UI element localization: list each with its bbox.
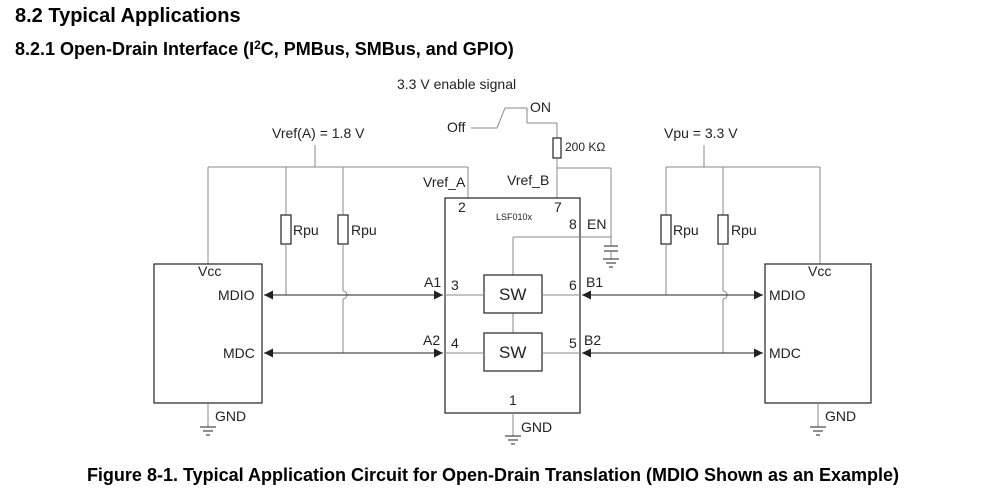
subsection-heading-sup: 2 (254, 38, 261, 52)
pin-6-number: 6 (569, 277, 577, 293)
enable-signal-label: 3.3 V enable signal (397, 76, 516, 92)
chip-name-label: LSF010x (496, 212, 533, 222)
resistor-200k-label: 200 KΩ (565, 140, 605, 154)
vref-a-supply-label: Vref(A) = 1.8 V (272, 125, 365, 141)
switch-1-label: SW (499, 285, 526, 304)
switch-2-label: SW (499, 343, 526, 362)
b2-pin-label: B2 (584, 332, 601, 348)
b1-pin-label: B1 (586, 274, 603, 290)
rpu-1 (280, 214, 292, 245)
rpu-3-label: Rpu (673, 222, 699, 238)
a1-pin-label: A1 (424, 274, 441, 290)
right-device-body (764, 263, 872, 404)
left-device-mdio: MDIO (218, 287, 255, 303)
en-pin-label: EN (587, 216, 606, 232)
right-device-mdio: MDIO (769, 287, 806, 303)
left-device-mdc: MDC (223, 345, 255, 361)
pin-2-number: 2 (458, 199, 466, 215)
vref-a-pin-label: Vref_A (423, 174, 466, 190)
left-device-body (153, 263, 263, 404)
switch-on-label: ON (530, 99, 551, 115)
rpu-2-label: Rpu (351, 222, 377, 238)
rpu-1-label: Rpu (293, 222, 319, 238)
figure-caption: Figure 8-1. Typical Application Circuit … (86, 465, 900, 485)
rpu-3 (660, 214, 672, 245)
pin-7-number: 7 (554, 199, 562, 215)
right-device-gnd: GND (825, 408, 856, 424)
right-device-vcc: Vcc (808, 263, 831, 279)
switch-blade (496, 107, 506, 129)
chip-gnd-label: GND (521, 419, 552, 435)
pin-5-number: 5 (569, 335, 577, 351)
right-device-mdc: MDC (769, 345, 801, 361)
rpu-2 (337, 214, 349, 245)
vpu-supply-label: Vpu = 3.3 V (664, 125, 738, 141)
subsection-heading-post: C, PMBus, SMBus, and GPIO) (260, 39, 514, 59)
pin-1-number: 1 (509, 392, 517, 408)
switch-off-label: Off (447, 119, 466, 135)
a2-pin-label: A2 (423, 332, 440, 348)
resistor-200k (552, 137, 562, 159)
vref-b-pin-label: Vref_B (507, 172, 549, 188)
switch-1 (483, 274, 543, 314)
subsection-heading: 8.2.1 Open-Drain Interface (I2C, PMBus, … (15, 38, 514, 60)
rpu-4-label: Rpu (731, 222, 757, 238)
pin-3-number: 3 (451, 277, 459, 293)
section-heading: 8.2 Typical Applications (15, 5, 241, 27)
pin-4-number: 4 (451, 335, 459, 351)
left-device-gnd: GND (215, 408, 246, 424)
left-device-vcc: Vcc (198, 263, 221, 279)
rpu-4 (717, 214, 729, 245)
subsection-heading-pre: 8.2.1 Open-Drain Interface (I (15, 39, 255, 59)
switch-2 (483, 332, 543, 372)
pin-8-number: 8 (569, 216, 577, 232)
